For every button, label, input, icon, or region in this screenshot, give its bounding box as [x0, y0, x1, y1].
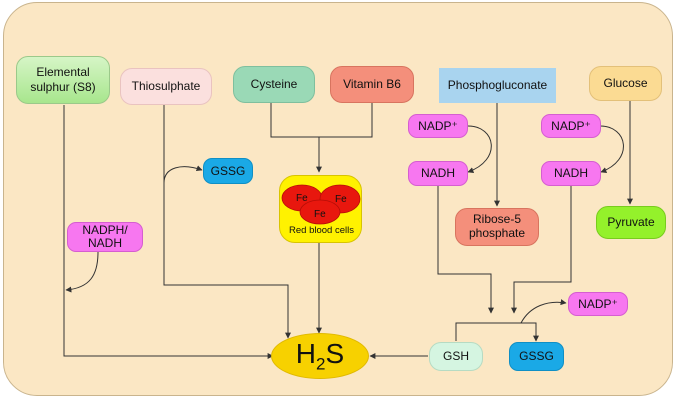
red-cell-left-label: Fe	[296, 193, 308, 204]
node-h2s: H2S	[271, 333, 369, 379]
node-vitamin-b6-label: Vitamin B6	[343, 77, 401, 91]
node-cysteine-label: Cysteine	[250, 77, 298, 91]
node-pyruvate: Pyruvate	[596, 206, 666, 239]
node-pyruvate-label: Pyruvate	[607, 215, 655, 229]
node-glucose: Glucose	[589, 66, 662, 101]
node-gssg-top: GSSG	[203, 158, 253, 184]
node-thiosulphate: Thiosulphate	[120, 68, 212, 105]
node-ribose-5-phosphate-label: Ribose-5 phosphate	[468, 212, 526, 240]
red-cell-right-label: Fe	[335, 194, 347, 205]
node-nadh-left-label: NADH	[420, 166, 455, 180]
node-nadph-nadh-label: NADPH/ NADH	[82, 222, 128, 250]
node-vitamin-b6: Vitamin B6	[330, 66, 414, 103]
arrow-sulphur-to-h2s	[63, 105, 274, 359]
red-cell-bottom-label: Fe	[314, 209, 326, 220]
arrow-thiosulphate-to-h2s	[163, 105, 291, 339]
arrow-to-gssg-top	[163, 165, 203, 184]
node-cysteine: Cysteine	[233, 66, 315, 103]
arrow-nadph-to-sulphur-line	[65, 251, 99, 293]
node-glucose-label: Glucose	[603, 76, 648, 90]
node-nadp-left-label: NADP⁺	[418, 118, 458, 133]
node-elemental-sulphur-label: Elemental sulphur (S8)	[30, 65, 96, 94]
node-gsh-label: GSH	[442, 349, 469, 363]
arrow-gssg-to-nadp-bottom	[520, 299, 567, 324]
node-phosphogluconate: Phosphogluconate	[439, 68, 556, 103]
node-nadh-right: NADH	[541, 161, 601, 186]
node-nadp-left: NADP⁺	[408, 114, 468, 138]
red-blood-cells-label: Red blood cells	[289, 225, 354, 236]
node-gsh: GSH	[429, 342, 483, 371]
node-nadp-right: NADP⁺	[541, 114, 601, 138]
h2s-s: S	[325, 337, 345, 369]
node-nadh-right-label: NADH	[553, 166, 588, 180]
node-ribose-5-phosphate: Ribose-5 phosphate	[455, 208, 539, 246]
arrow-nadp-to-nadh-left	[467, 125, 492, 174]
node-nadph-nadh: NADPH/ NADH	[67, 222, 143, 252]
node-phosphogluconate-label: Phosphogluconate	[447, 78, 548, 92]
node-nadh-left: NADH	[408, 161, 468, 186]
arrow-nadh-right-to-gsh	[511, 186, 572, 314]
connector-to-gsh-gssg	[455, 322, 539, 342]
arrow-nadp-to-nadh-right	[599, 125, 624, 173]
node-thiosulphate-label: Thiosulphate	[131, 79, 201, 93]
node-gssg-bottom-label: GSSG	[519, 349, 554, 363]
red-blood-cells: Fe Fe Fe Red blood cells	[279, 175, 362, 243]
node-elemental-sulphur: Elemental sulphur (S8)	[16, 56, 110, 104]
h2s-h: H	[295, 337, 317, 369]
connector-cysteine-vitb6	[270, 103, 373, 138]
red-blood-cells-illustration: Fe Fe Fe	[281, 184, 361, 225]
node-nadp-bottom-label: NADP⁺	[578, 296, 618, 311]
h2s-subscript: 2	[316, 354, 326, 374]
node-gssg-bottom: GSSG	[509, 342, 564, 371]
node-nadp-bottom: NADP⁺	[568, 292, 628, 316]
node-nadp-right-label: NADP⁺	[551, 118, 591, 133]
h2s-formula: H2S	[296, 338, 344, 375]
red-cell-bottom	[299, 199, 341, 225]
arrow-nadh-left-to-gsh	[437, 186, 494, 314]
node-gssg-top-label: GSSG	[210, 163, 246, 178]
